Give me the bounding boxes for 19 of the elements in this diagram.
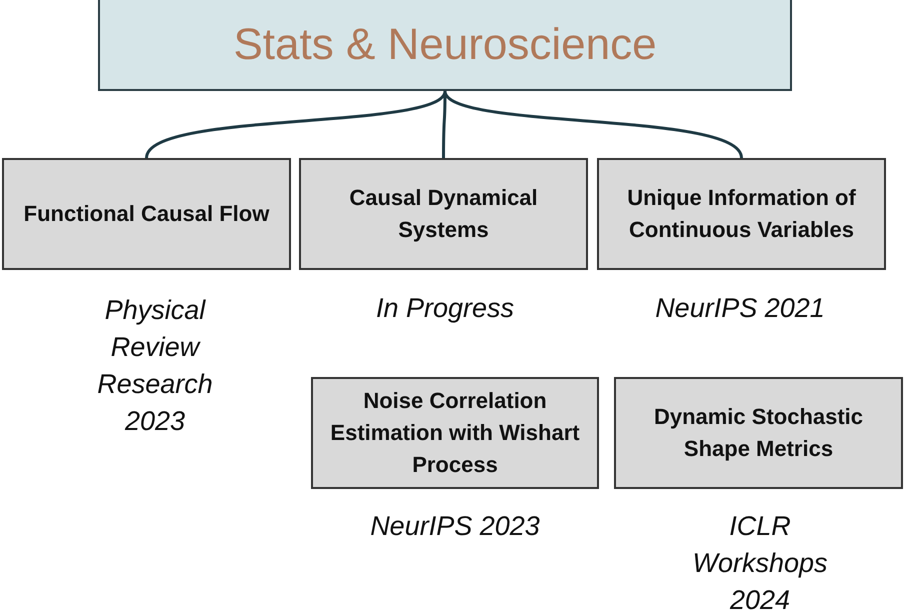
topic-box <box>311 377 599 489</box>
topic-box <box>2 158 291 270</box>
venue-label: Physical Review Research 2023 <box>96 294 214 438</box>
title-box <box>98 0 792 91</box>
topic-box <box>614 377 903 489</box>
title-text: Stats & Neuroscience <box>233 19 657 71</box>
venue-label: NeurIPS 2023 <box>369 510 541 543</box>
topic-label: Noise Correlation Estimation with Wishart Process <box>329 387 581 479</box>
topic-label: Functional Causal Flow <box>24 200 270 228</box>
connector-line <box>145 90 446 159</box>
venue-label: ICLR Workshops 2024 <box>691 510 829 616</box>
topic-box <box>597 158 886 270</box>
topic-label: Unique Information of Continuous Variables <box>626 184 857 244</box>
connector-line <box>444 90 743 159</box>
topic-label: Dynamic Stochastic Shape Metrics <box>652 403 864 463</box>
topic-label: Causal Dynamical Systems <box>348 184 539 244</box>
venue-label: NeurIPS 2021 <box>654 292 826 325</box>
topic-box <box>299 158 588 270</box>
venue-label: In Progress <box>374 292 516 325</box>
